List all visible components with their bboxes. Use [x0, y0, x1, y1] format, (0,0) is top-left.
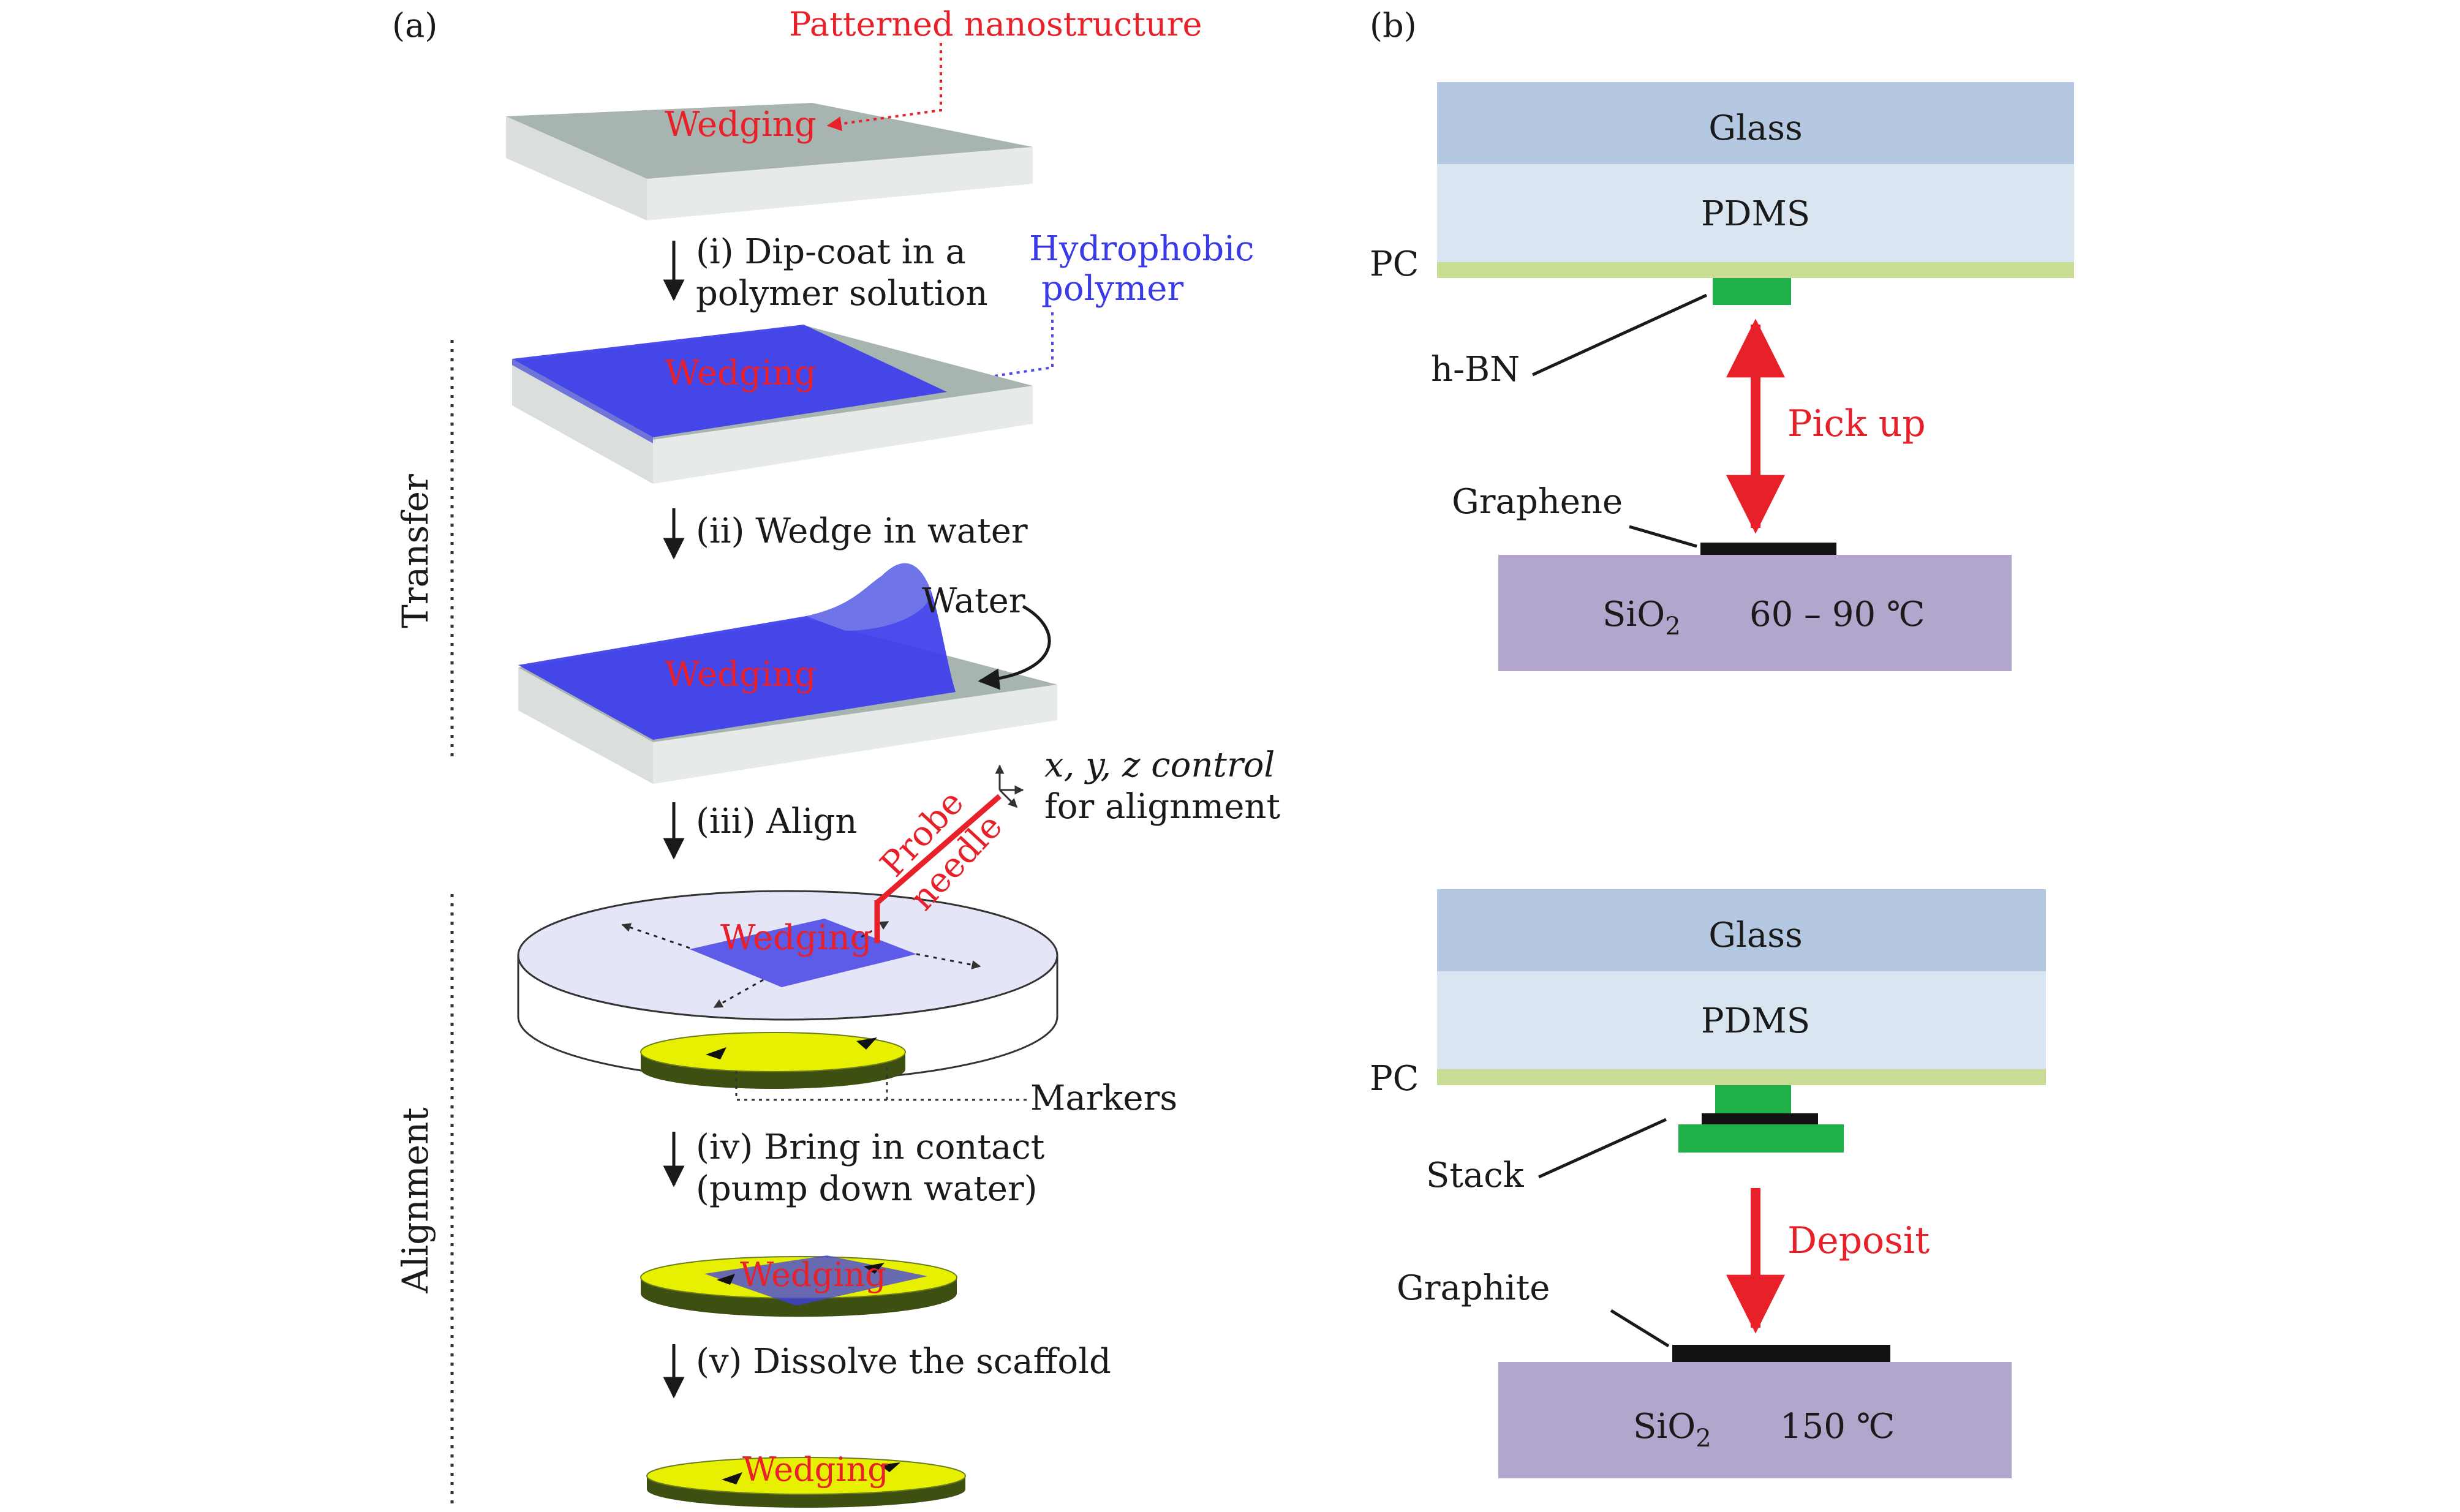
- glass-label-top: Glass: [1708, 108, 1803, 148]
- graphite-flake: [1672, 1345, 1890, 1362]
- temperature-bottom: 150 ℃: [1780, 1407, 1895, 1446]
- sample-final: [646, 1457, 966, 1508]
- sio2-substrate-top: [1498, 555, 2012, 671]
- graphene-flake: [1700, 543, 1836, 555]
- xyz-label-line2: for alignment: [1044, 787, 1280, 827]
- graphene-leader: [1629, 525, 1697, 548]
- graphite-label: Graphite: [1397, 1268, 1550, 1308]
- glass-label-bottom: Glass: [1708, 916, 1803, 955]
- step-ii-text: (ii) Wedge in water: [696, 511, 1028, 551]
- sio2-label-top: SiO2: [1602, 595, 1681, 641]
- water-arrow: [978, 604, 1051, 690]
- substrate-wedging-water: [518, 563, 1057, 784]
- markers-label: Markers: [1030, 1078, 1177, 1118]
- probe-needle-arm: [875, 794, 1002, 905]
- xyz-label-line1: x, y, z control: [1044, 745, 1275, 785]
- sio2-substrate-bottom: [1498, 1362, 2012, 1478]
- graphene-label: Graphene: [1452, 482, 1623, 522]
- pc-layer-bottom: [1437, 1069, 2046, 1085]
- temperature-top: 60 – 90 ℃: [1749, 595, 1925, 634]
- step-iv-line2: (pump down water): [696, 1169, 1037, 1209]
- stack-label: Stack: [1426, 1156, 1525, 1195]
- substrate-plain: [506, 103, 1033, 220]
- stack-leader: [1538, 1118, 1667, 1179]
- patterned-arrow: [826, 43, 942, 131]
- step-i-line2: polymer solution: [696, 274, 988, 314]
- step-iv-line1: (iv) Bring in contact: [696, 1127, 1045, 1167]
- hydrophobic-label-line2: polymer: [1041, 269, 1183, 309]
- alignment-label: Alignment: [394, 1107, 436, 1293]
- substrate-coated: [512, 325, 1033, 484]
- glass-layer-bottom: [1437, 889, 2046, 971]
- sio2-label-bottom: SiO2: [1633, 1407, 1711, 1453]
- panel-a-label: (a): [392, 6, 437, 45]
- step-v-text: (v) Dissolve the scaffold: [696, 1342, 1111, 1382]
- hbn-leader: [1531, 293, 1708, 377]
- deposit-label: Deposit: [1787, 1219, 1930, 1262]
- pdms-label-top: PDMS: [1701, 194, 1810, 234]
- polymer-film: [512, 325, 947, 437]
- pc-label-bottom: PC: [1370, 1059, 1419, 1099]
- marker-triangle-1: [706, 1047, 726, 1059]
- xyz-axes-icon: [995, 764, 1024, 808]
- wedging-label-5: Wedging: [742, 1450, 889, 1489]
- step-i-line1: (i) Dip-coat in a: [696, 232, 966, 272]
- panel-b-label: (b): [1370, 6, 1417, 45]
- pickup-label: Pick up: [1787, 402, 1926, 445]
- pdms-label-bottom: PDMS: [1701, 1001, 1810, 1041]
- platform-polymer: [690, 919, 916, 987]
- patterned-nanostructure-label: Patterned nanostructure: [789, 5, 1202, 43]
- sample-in-contact: [640, 1255, 957, 1317]
- pdms-layer-bottom: [1437, 971, 2046, 1069]
- pc-layer-top: [1437, 262, 2074, 278]
- pdms-layer-top: [1437, 164, 2074, 262]
- sample-disc-markers: [640, 1032, 906, 1089]
- marker-triangle-2: [856, 1037, 877, 1050]
- wedging-label-0: Wedging: [665, 105, 817, 145]
- wedging-label-1: Wedging: [665, 353, 817, 393]
- graphite-leader: [1610, 1309, 1670, 1348]
- wedging-label-2: Wedging: [665, 655, 817, 694]
- pc-label-top: PC: [1370, 244, 1419, 284]
- markers-leader: [735, 1066, 1027, 1101]
- wedging-label-3: Wedging: [720, 918, 872, 958]
- panel-a: (a) Transfer Alignment Wedging Patterned…: [392, 5, 1280, 1508]
- glass-layer-top: [1437, 82, 2074, 164]
- wedging-label-4: Wedging: [740, 1255, 886, 1294]
- water-label: Water: [922, 581, 1025, 621]
- stack-structure: [1678, 1085, 1844, 1153]
- hbn-label: h-BN: [1431, 350, 1520, 389]
- hbn-flake: [1713, 278, 1791, 305]
- step-iii-text: (iii) Align: [696, 802, 857, 841]
- hydrophobic-label-line1: Hydrophobic: [1029, 229, 1255, 269]
- transfer-label: Transfer: [394, 474, 436, 628]
- panel-b: (b) Glass PDMS PC h-BN Pick up Graphene …: [1370, 6, 2074, 1478]
